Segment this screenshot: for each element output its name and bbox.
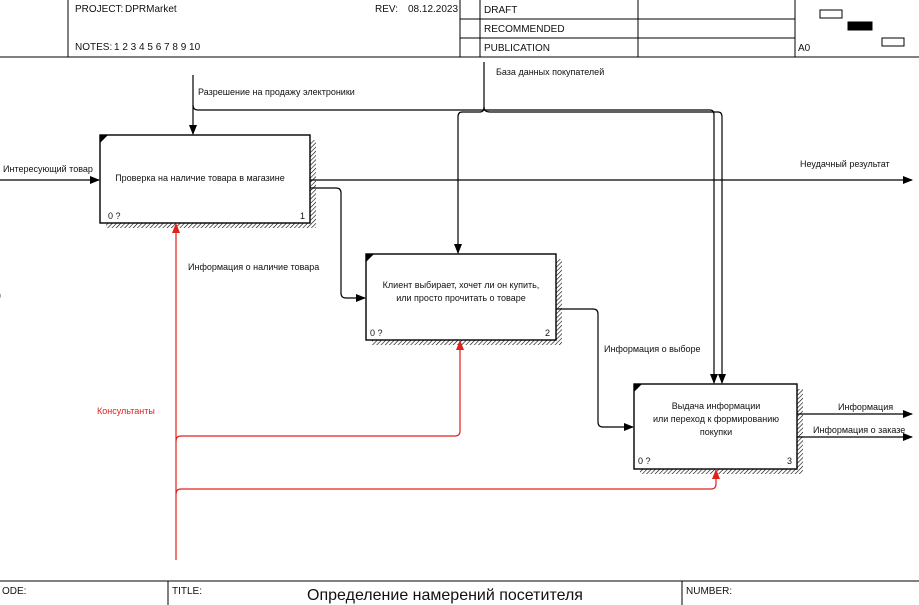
status-recommended: RECOMMENDED bbox=[484, 24, 565, 35]
context-thumbnail bbox=[819, 9, 905, 47]
notes-numbers: 1 2 3 4 5 6 7 8 9 10 bbox=[114, 42, 201, 53]
box-3-line-1: Выдача информации bbox=[672, 401, 761, 411]
footer-frame bbox=[0, 580, 919, 605]
label-internal-choice: Информация о выборе bbox=[604, 344, 701, 354]
box-2-line-2: или просто прочитать о товаре bbox=[396, 293, 526, 303]
box-1-line-1: Проверка на наличие товара в магазине bbox=[115, 173, 285, 183]
activity-box-2[interactable]: Клиент выбирает, хочет ли он купить, или… bbox=[365, 253, 562, 345]
arrow-mechanism-consultants[interactable] bbox=[172, 223, 720, 560]
arrow-internal-choice[interactable] bbox=[556, 308, 634, 431]
label-input-interest: Интересующий товар bbox=[3, 164, 93, 174]
box-1-cost: 0 ? bbox=[108, 211, 121, 221]
box-3-number: 3 bbox=[787, 456, 792, 466]
activity-box-1[interactable]: Проверка на наличие товара в магазине 0 … bbox=[99, 134, 316, 228]
box-3-line-3: покупки bbox=[700, 427, 732, 437]
label-output-order: Информация о заказе bbox=[813, 425, 905, 435]
arrow-control-permission[interactable] bbox=[189, 75, 718, 384]
box-3-line-2: или переход к формированию bbox=[653, 414, 779, 424]
footer-title-label: TITLE: bbox=[172, 586, 202, 597]
box-2-number: 2 bbox=[545, 328, 550, 338]
box-1-number: 1 bbox=[300, 211, 305, 221]
header-frame bbox=[0, 0, 919, 58]
notes-label: NOTES: bbox=[75, 42, 112, 53]
label-output-info: Информация bbox=[838, 402, 893, 412]
label-output-fail: Неудачный результат bbox=[800, 159, 890, 169]
rev-label: REV: bbox=[375, 4, 398, 15]
box-2-cost: 0 ? bbox=[370, 328, 383, 338]
project-name: DPRMarket bbox=[125, 4, 177, 15]
project-label: PROJECT: bbox=[75, 4, 123, 15]
diagram-title: Определение намерений посетителя bbox=[307, 587, 583, 604]
footer-number-label: NUMBER: bbox=[686, 586, 732, 597]
arrow-internal-availability[interactable] bbox=[310, 187, 366, 302]
box-2-line-1: Клиент выбирает, хочет ли он купить, bbox=[383, 280, 540, 290]
label-internal-availability: Информация о наличие товара bbox=[188, 262, 319, 272]
rev-date: 08.12.2023 bbox=[408, 4, 458, 15]
status-publication: PUBLICATION bbox=[484, 43, 550, 54]
label-mechanism-consultants: Консультанты bbox=[97, 406, 155, 416]
label-control-database: База данных покупателей bbox=[496, 67, 604, 77]
box-3-cost: 0 ? bbox=[638, 456, 651, 466]
arrow-control-database[interactable] bbox=[454, 62, 726, 384]
footer-node-label: ODE: bbox=[2, 586, 26, 597]
label-control-permission: Разрешение на продажу электроники bbox=[198, 87, 355, 97]
status-draft: DRAFT bbox=[484, 5, 517, 16]
node-id: A0 bbox=[798, 43, 811, 54]
activity-box-3[interactable]: Выдача информации или переход к формиров… bbox=[633, 383, 803, 474]
left-edge-fragment: ) bbox=[0, 290, 1, 300]
